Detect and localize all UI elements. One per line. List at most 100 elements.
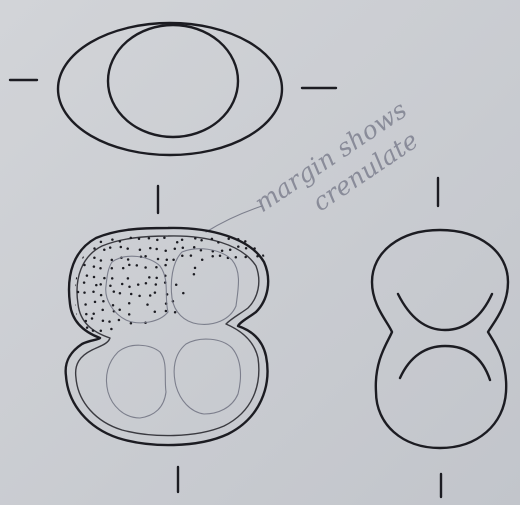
stipple-dot xyxy=(137,283,140,286)
stipple-dot xyxy=(83,281,86,284)
stipple-dot xyxy=(86,274,89,277)
stipple-dot xyxy=(146,303,149,306)
stipple-dot xyxy=(100,241,103,244)
stipple-dot xyxy=(119,292,122,295)
stipple-dot xyxy=(128,264,131,267)
stipple-dot xyxy=(174,247,177,250)
stipple-dot xyxy=(154,291,157,294)
stipple-dot xyxy=(237,245,240,248)
stipple-dot xyxy=(93,265,96,268)
stipple-dot xyxy=(111,259,114,262)
stipple-dot xyxy=(118,309,121,312)
stipple-dot xyxy=(92,290,95,293)
stipple-dot xyxy=(175,284,178,287)
stipple-dot xyxy=(154,311,157,314)
stipple-dot xyxy=(156,239,159,242)
stipple-dot xyxy=(194,267,197,270)
stipple-dot xyxy=(182,246,185,249)
stipple-dot xyxy=(138,295,141,298)
stipple-dot xyxy=(93,276,96,279)
stipple-dot xyxy=(93,256,96,259)
stipple-dot xyxy=(99,267,102,270)
stipple-dot xyxy=(103,249,106,252)
stipple-dot xyxy=(194,237,197,240)
stipple-dot xyxy=(91,317,94,320)
stipple-dot xyxy=(145,282,148,285)
stipple-dot xyxy=(111,277,114,280)
stipple-dot xyxy=(85,313,88,316)
stipple-dot xyxy=(235,256,238,259)
stipple-dot xyxy=(193,273,196,276)
stipple-dot xyxy=(86,326,89,329)
stipple-dot xyxy=(181,254,184,257)
stipple-dot xyxy=(92,313,95,316)
stipple-dot xyxy=(163,237,166,240)
stipple-dot xyxy=(164,264,167,267)
stipple-dot xyxy=(83,264,86,267)
stipple-dot xyxy=(84,303,87,306)
stipple-dot xyxy=(244,256,247,259)
stipple-dot xyxy=(244,240,247,243)
stipple-dot xyxy=(130,293,133,296)
stipple-dot xyxy=(176,241,179,244)
stipple-dot xyxy=(119,240,122,243)
stipple-dot xyxy=(83,291,86,294)
stipple-dot xyxy=(144,266,147,269)
stipple-dot xyxy=(128,285,131,288)
stipple-dot xyxy=(139,248,142,251)
stipple-dot xyxy=(221,250,224,253)
stipple-dot xyxy=(181,238,184,241)
stipple-dot xyxy=(93,247,96,250)
stipple-dot xyxy=(85,320,88,323)
stipple-dot xyxy=(128,313,131,316)
stipple-dot xyxy=(94,301,97,304)
stipple-dot xyxy=(144,255,147,258)
stipple-dot xyxy=(148,276,151,279)
stipple-dot xyxy=(130,237,133,240)
stipple-dot xyxy=(127,277,129,280)
stipple-dot xyxy=(149,247,152,250)
stipple-dot xyxy=(200,249,203,252)
stipple-dot xyxy=(101,309,104,312)
stipple-dot xyxy=(113,290,116,293)
stipple-dot xyxy=(190,254,193,257)
stipple-dot xyxy=(200,239,203,242)
stipple-dot xyxy=(219,255,222,257)
stipple-dot xyxy=(102,320,105,323)
stipple-dot xyxy=(121,283,124,286)
stipple-dot xyxy=(111,238,114,241)
stipple-dot xyxy=(253,247,256,250)
stipple-dot xyxy=(127,258,130,261)
stipple-dot xyxy=(237,238,240,241)
stipple-dot xyxy=(100,294,103,297)
stipple-dot xyxy=(201,258,204,261)
stipple-dot xyxy=(126,247,129,250)
stipple-dot xyxy=(157,258,160,261)
stipple-dot xyxy=(102,300,105,303)
stipple-dot xyxy=(128,302,131,305)
stipple-dot xyxy=(174,311,177,314)
stipple-dot xyxy=(111,267,114,270)
stipple-dot xyxy=(155,266,158,269)
stipple-dot xyxy=(109,246,112,249)
stipple-dot xyxy=(164,249,167,252)
stipple-dot xyxy=(182,292,185,295)
stipple-dot xyxy=(77,291,80,294)
stipple-dot xyxy=(217,241,220,244)
stipple-dot xyxy=(166,259,169,262)
stipple-dot xyxy=(118,319,121,322)
stipple-dot xyxy=(92,329,95,332)
stipple-dot xyxy=(211,238,214,241)
stipple-dot xyxy=(95,284,98,287)
stipple-dot xyxy=(100,329,103,332)
stipple-dot xyxy=(99,283,102,286)
stipple-dot xyxy=(229,248,232,251)
stipple-dot xyxy=(109,285,112,288)
stipple-dot xyxy=(122,267,125,270)
stipple-dot xyxy=(245,247,248,250)
stipple-dot xyxy=(100,259,103,262)
stipple-dot xyxy=(227,237,230,240)
stipple-dot xyxy=(172,258,175,261)
stipple-dot xyxy=(110,328,113,331)
